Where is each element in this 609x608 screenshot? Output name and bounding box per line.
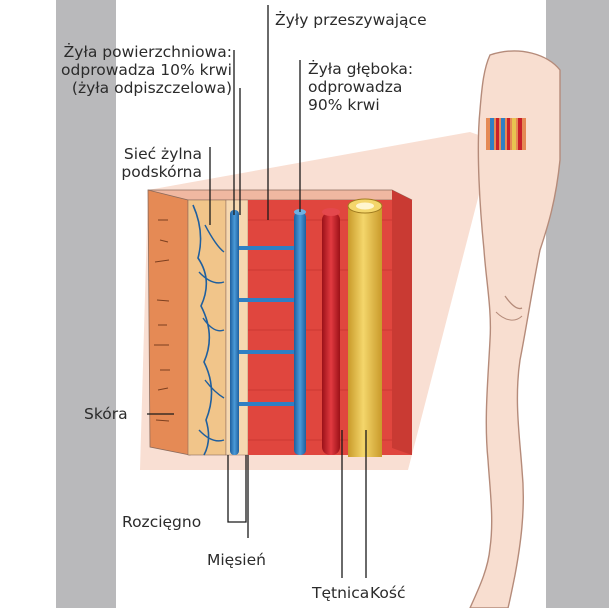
label-bone: Kość	[370, 584, 405, 602]
label-perforating-veins: Żyły przeszywające	[275, 11, 427, 29]
label-deep-vein: Żyła głęboka: odprowadza 90% krwi	[308, 60, 413, 114]
skin-layer	[148, 190, 190, 455]
label-subcutaneous-network: Sieć żylna podskórna	[80, 145, 202, 181]
superficial-vein	[230, 210, 239, 455]
bone	[348, 206, 382, 457]
label-superficial-vein: Żyła powierzchniowa: odprowadza 10% krwi…	[0, 43, 232, 97]
label-superficial-vein-line1: Żyła powierzchniowa:	[0, 43, 232, 61]
label-subcutaneous-network-line1: Sieć żylna	[80, 145, 202, 163]
label-deep-vein-line1: Żyła głęboka:	[308, 60, 413, 78]
leg-section-marker	[486, 118, 526, 150]
deep-vein	[294, 212, 306, 455]
tissue-block	[148, 190, 412, 457]
label-muscle: Mięsień	[207, 551, 266, 569]
label-artery: Tętnica	[312, 584, 369, 602]
label-skin: Skóra	[84, 405, 128, 423]
label-subcutaneous-network-line2: podskórna	[80, 163, 202, 181]
artery	[322, 212, 340, 455]
leg-illustration	[470, 51, 560, 608]
label-deep-vein-line2: odprowadza	[308, 78, 413, 96]
label-aponeurosis: Rozcięgno	[122, 513, 201, 531]
label-superficial-vein-line3: (żyła odpiszczelowa)	[0, 79, 232, 97]
label-deep-vein-line3: 90% krwi	[308, 96, 413, 114]
label-superficial-vein-line2: odprowadza 10% krwi	[0, 61, 232, 79]
